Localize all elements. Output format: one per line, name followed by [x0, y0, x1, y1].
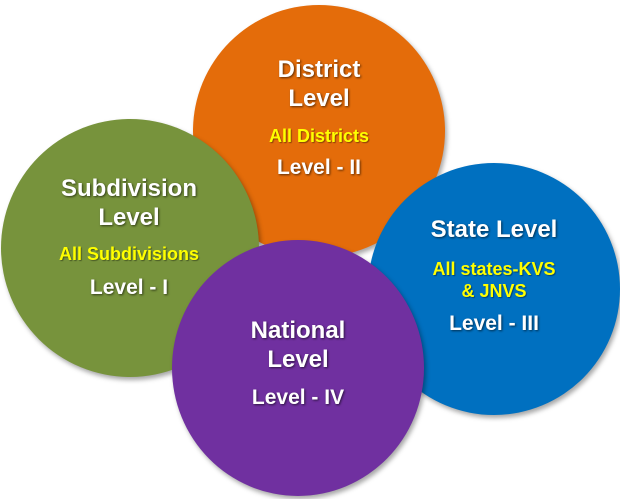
national-level-number: Level - IV: [251, 386, 345, 409]
district-scope: All Districts: [268, 126, 370, 146]
subdivision-level-number: Level - I: [89, 276, 169, 299]
state-scope-line2: & JNVS: [461, 281, 527, 301]
subdivision-title-line2: Level: [98, 204, 160, 231]
district-title-line2: Level: [288, 85, 350, 112]
state-title: State Level: [430, 216, 558, 243]
state-scope-line1: All states-KVS: [432, 259, 556, 279]
subdivision-title-line1: Subdivision: [60, 175, 197, 202]
national-title-line1: National: [250, 317, 346, 344]
state-level-number: Level - III: [449, 312, 539, 335]
district-level-number: Level - II: [276, 156, 362, 179]
national-level-circle: [172, 240, 424, 496]
subdivision-scope: All Subdivisions: [58, 244, 200, 264]
national-title-line2: Level: [267, 346, 329, 373]
district-title-line1: District: [277, 56, 361, 83]
